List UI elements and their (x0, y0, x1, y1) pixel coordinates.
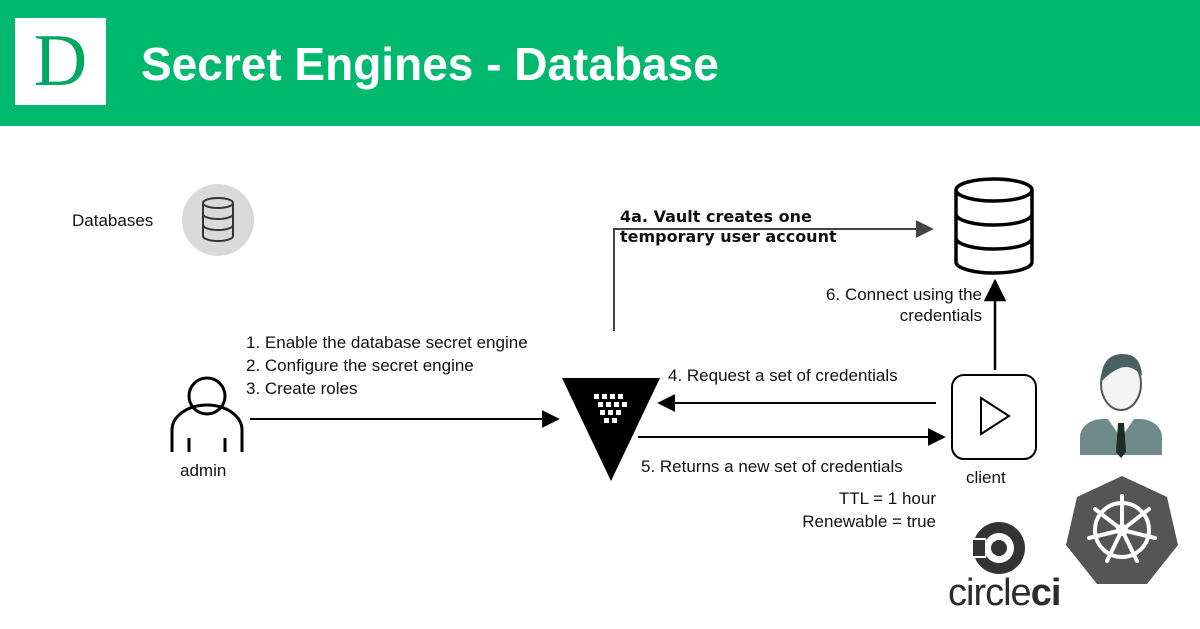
circleci-word-part2: ci (1030, 572, 1062, 614)
databases-label: Databases (72, 211, 154, 230)
connect-line1: 6. Connect using the (826, 285, 982, 304)
step-3: 3. Create roles (246, 379, 358, 398)
returns-label: 5. Returns a new set of credentials (641, 457, 903, 476)
page-title: Secret Engines - Database (141, 38, 719, 90)
databases-legend-icon (182, 184, 254, 256)
play-icon (980, 396, 1011, 436)
client-label: client (966, 468, 1006, 487)
header-banner: D Secret Engines - Database (0, 0, 1200, 126)
vault-creates-line1: 4a. Vault creates one (620, 207, 812, 226)
user-avatar-icon (1080, 354, 1162, 458)
renewable-label: Renewable = true (802, 512, 936, 531)
admin-label: admin (180, 461, 227, 480)
logo: D (15, 18, 106, 105)
vault-creates-line2: temporary user account (620, 227, 837, 246)
database-icon (954, 177, 1034, 275)
circleci-wordmark: circleci (948, 572, 1062, 614)
connect-line2: credentials (899, 306, 982, 325)
client-icon (951, 374, 1037, 460)
vault-to-db-arrow (613, 220, 934, 331)
step-1: 1. Enable the database secret engine (246, 333, 528, 352)
logo-letter: D (33, 20, 88, 102)
step-2: 2. Configure the secret engine (246, 356, 474, 375)
ttl-label: TTL = 1 hour (838, 489, 936, 508)
admin-icon (170, 376, 244, 452)
circleci-icon (970, 522, 1025, 574)
circleci-word-part1: circle (948, 572, 1032, 614)
vault-icon (562, 378, 660, 481)
request-label: 4. Request a set of credentials (668, 366, 898, 385)
kubernetes-icon (1066, 476, 1178, 584)
